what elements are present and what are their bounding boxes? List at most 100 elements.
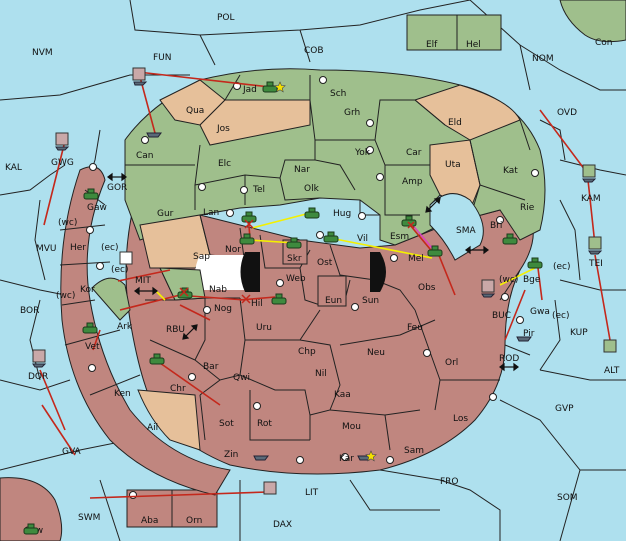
label-COB: COB <box>304 46 324 56</box>
double-arrow-icon <box>107 172 127 182</box>
label-Nog: Nog <box>214 304 232 314</box>
label-POL: POL <box>217 13 235 23</box>
label-Hug: Hug <box>333 209 351 219</box>
label-GVP: GVP <box>555 404 574 414</box>
label-SMA: SMA <box>456 226 476 236</box>
label-MVU: MVU <box>36 244 57 254</box>
label-ROD: ROD <box>499 354 519 364</box>
label-ec-Gwa: (ec) <box>552 311 570 321</box>
double-arrow-icon <box>465 245 489 255</box>
label-Nar: Nar <box>294 165 310 175</box>
label-Ail: Ail <box>147 423 158 433</box>
fleet-icon[interactable] <box>263 481 277 495</box>
army-icon[interactable] <box>262 81 278 93</box>
army-icon[interactable] <box>23 523 39 535</box>
label-Vil: Vil <box>357 234 368 244</box>
label-wc-Gaw: (wc) <box>58 218 77 228</box>
label-Ost: Ost <box>317 258 333 268</box>
province-SMA-sea[interactable] <box>429 193 484 261</box>
label-BUC: BUC <box>492 311 511 321</box>
fleet-icon[interactable] <box>481 279 496 298</box>
label-Jos: Jos <box>216 124 230 134</box>
label-DOR: DOR <box>28 372 48 382</box>
label-Gur: Gur <box>157 209 174 219</box>
fleet-icon[interactable] <box>516 336 532 342</box>
army-icon[interactable] <box>527 257 543 269</box>
label-SOM: SOM <box>557 493 578 503</box>
label-BOR: BOR <box>20 306 39 316</box>
inner-sea <box>195 255 253 290</box>
province-Nab[interactable] <box>159 267 206 301</box>
label-Web: Web <box>286 274 306 284</box>
label-Eld: Eld <box>448 118 462 128</box>
label-Ark: Ark <box>117 322 133 332</box>
province-Con[interactable] <box>559 0 626 43</box>
army-icon[interactable] <box>82 322 98 334</box>
label-Kaa: Kaa <box>334 390 351 400</box>
label-Rie: Rie <box>520 203 535 213</box>
label-Zin: Zin <box>224 450 238 460</box>
label-Can: Can <box>136 151 154 161</box>
north-province-borders <box>125 74 531 219</box>
province-Hel[interactable] <box>456 14 502 51</box>
army-icon[interactable] <box>502 233 518 245</box>
fleet-icon[interactable] <box>55 132 70 151</box>
label-Qua: Qua <box>186 106 204 116</box>
army-icon[interactable] <box>271 293 287 305</box>
label-KAL: KAL <box>5 163 22 173</box>
army-icon[interactable] <box>149 353 165 365</box>
label-Sot: Sot <box>219 419 234 429</box>
army-icon[interactable] <box>286 237 302 249</box>
label-Tel: Tel <box>252 185 265 195</box>
label-Orl: Orl <box>445 358 458 368</box>
fleet-icon[interactable] <box>588 236 603 255</box>
army-icon[interactable] <box>304 207 320 219</box>
label-Nor: Nor <box>225 245 241 255</box>
fleet-icon[interactable] <box>603 339 617 353</box>
double-arrow-icons <box>107 172 519 372</box>
label-Neu: Neu <box>367 348 385 358</box>
star-icon <box>274 81 286 93</box>
label-Rot: Rot <box>257 419 272 429</box>
label-Sam: Sam <box>404 446 424 456</box>
army-icon[interactable] <box>83 188 99 200</box>
army-icon[interactable] <box>323 231 339 243</box>
fleet-icon[interactable] <box>253 455 269 461</box>
province-Ail[interactable] <box>137 389 201 451</box>
label-Eun: Eun <box>325 296 342 306</box>
label-Hil: Hil <box>251 299 263 309</box>
province-Orn[interactable] <box>171 489 218 528</box>
label-Lan: Lan <box>203 208 219 218</box>
label-ALT: ALT <box>604 366 620 376</box>
label-DAX: DAX <box>273 520 292 530</box>
fleet-icon[interactable] <box>119 251 133 265</box>
fleet-icon[interactable] <box>132 67 148 86</box>
army-icon[interactable] <box>427 245 443 257</box>
fleets <box>32 67 617 495</box>
label-MIT: MIT <box>135 276 151 286</box>
label-LIT: LIT <box>305 488 319 498</box>
label-Gwa: Gwa <box>530 307 550 317</box>
label-wc-Bge: (wc) <box>499 275 518 285</box>
fleet-icon[interactable] <box>582 164 597 183</box>
province-Eun[interactable] <box>317 275 347 307</box>
province-Eld[interactable] <box>413 84 521 141</box>
label-Chr: Chr <box>170 384 186 394</box>
label-Mel: Mel <box>408 254 424 264</box>
label-Car: Car <box>406 148 422 158</box>
label-Esm: Esm <box>390 232 409 242</box>
label-Aba: Aba <box>141 516 158 526</box>
label-Los: Los <box>453 414 468 424</box>
label-Uru: Uru <box>256 323 272 333</box>
province-Cow[interactable] <box>0 477 63 541</box>
fleet-icon[interactable] <box>32 349 47 368</box>
label-Elf: Elf <box>426 40 438 50</box>
label-ec-Her: (ec) <box>101 243 119 253</box>
label-Gaw: Gaw <box>87 203 107 213</box>
army-icon[interactable] <box>239 233 255 245</box>
label-Olk: Olk <box>304 184 320 194</box>
label-Skr: Skr <box>287 254 302 264</box>
fleet-icon[interactable] <box>146 132 162 138</box>
label-wc-Kor: (wc) <box>56 291 75 301</box>
